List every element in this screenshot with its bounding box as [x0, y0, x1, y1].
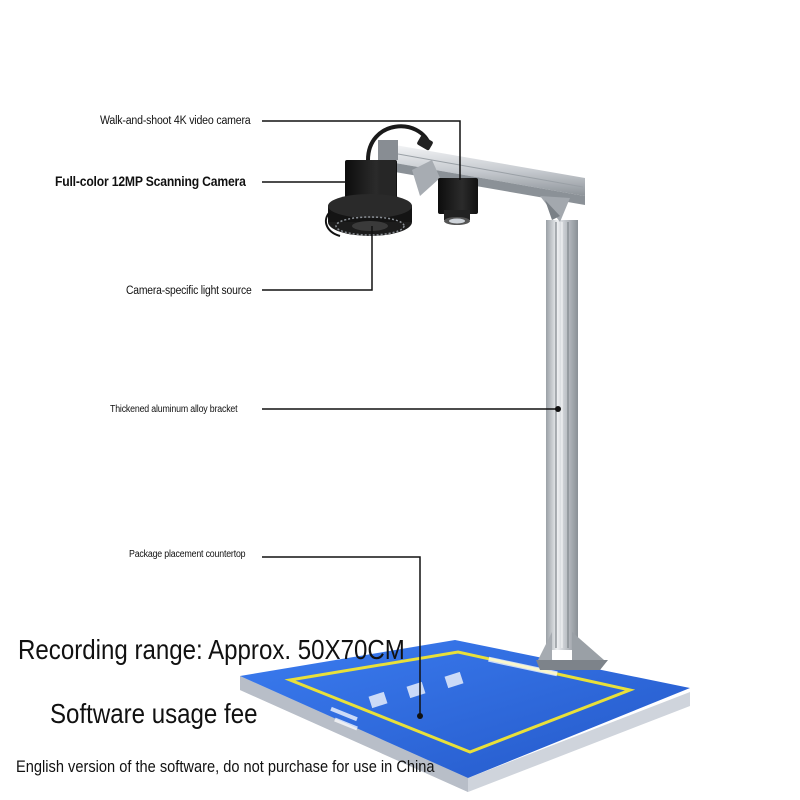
aluminum-pole: [546, 220, 578, 650]
scanning-camera-label: Full-color 12MP Scanning Camera: [55, 174, 246, 189]
ring-light: [324, 194, 412, 237]
software-note-text: English version of the software, do not …: [16, 757, 435, 776]
placement-mat: [240, 640, 690, 778]
recording-range-text: Recording range: Approx. 50X70CM: [18, 634, 405, 665]
callout-endpoints: [417, 406, 561, 719]
bracket-label: Thickened aluminum alloy bracket: [110, 404, 238, 415]
countertop-label: Package placement countertop: [129, 549, 246, 560]
pole-foot-bracket: [536, 632, 608, 670]
video-camera: [412, 160, 478, 225]
scanning-camera: [345, 124, 433, 205]
callout-leader-lines: [262, 120, 558, 716]
base-board: [240, 676, 690, 792]
light-source-label: Camera-specific light source: [126, 285, 252, 297]
aluminum-arm: [395, 145, 585, 222]
video-camera-label: Walk-and-shoot 4K video camera: [100, 115, 251, 127]
software-fee-text: Software usage fee: [50, 698, 258, 729]
